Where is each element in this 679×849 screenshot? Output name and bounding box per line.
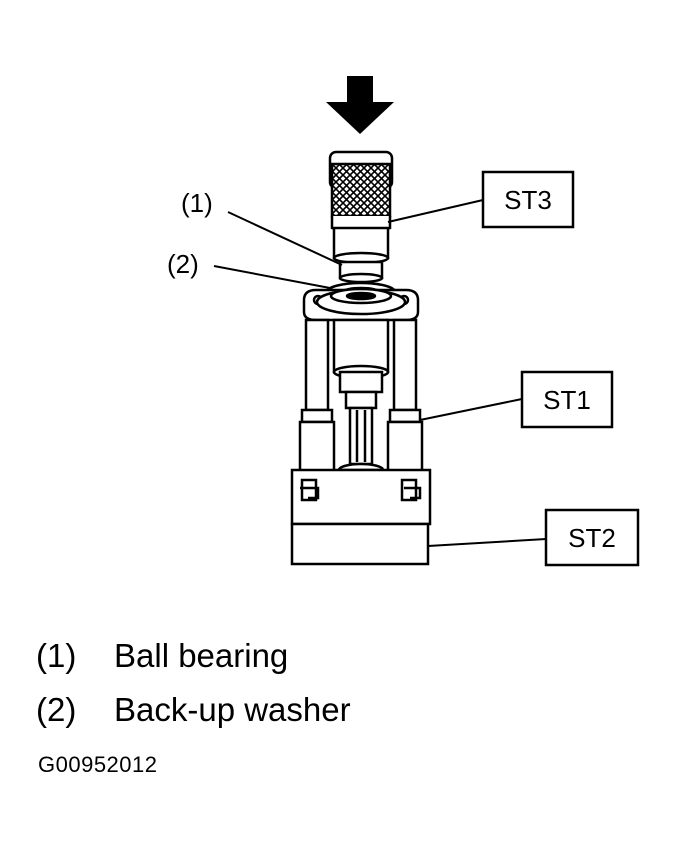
legend-item-back-up-washer: (2) Back-up washer [36,690,351,730]
st3-tool [328,150,394,265]
st1-box: ST1 [520,370,614,429]
callout-2-label: (2) [167,249,199,279]
legend-label: Ball bearing [114,637,289,674]
legend-item-ball-bearing: (1) Ball bearing [36,636,288,676]
ball-bearing [338,260,384,284]
leader-lines [213,199,547,547]
st2-box: ST2 [544,508,640,567]
legend-label: Back-up washer [114,691,351,728]
legend-number: (1) [36,637,77,674]
st2-label: ST2 [568,523,616,553]
press-arrow-icon [326,76,394,134]
st3-box: ST3 [481,170,575,229]
st3-label: ST3 [504,185,552,215]
callout-1-label: (1) [181,188,213,218]
st2-base [290,468,432,566]
press-tool-diagram: (1) (2) ST3 ST1 ST2 [167,76,640,567]
figure-id: G00952012 [38,752,158,777]
st1-label: ST1 [543,385,591,415]
legend-number: (2) [36,691,77,728]
